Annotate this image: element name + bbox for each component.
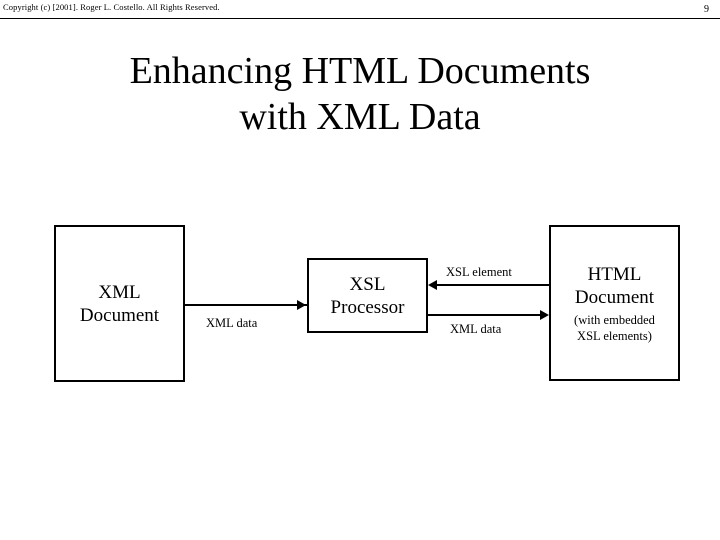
node-subtitle-html-document: (with embedded XSL elements) (574, 312, 655, 344)
edge-label-xml-data-input: XML data (206, 316, 258, 330)
edge-html-document-to-xsl-processor (437, 284, 550, 286)
diagram-node-html-document: HTML Document (with embedded XSL element… (549, 225, 680, 381)
edge-xsl-processor-to-html-document (428, 314, 541, 316)
page-title: Enhancing HTML Documents with XML Data (0, 48, 720, 140)
node-subtitle-line-2: XSL elements) (577, 328, 652, 343)
page-title-line-1: Enhancing HTML Documents (129, 50, 591, 92)
diagram-node-xsl-processor: XSL Processor (307, 258, 428, 333)
header-divider (0, 18, 720, 19)
arrow-head-right-icon (297, 300, 306, 310)
edge-label-xsl-element: XSL element (446, 265, 512, 279)
arrow-head-right-icon (540, 310, 549, 320)
node-title-line-2: Processor (330, 296, 405, 318)
diagram-node-xml-document: XML Document (54, 225, 185, 382)
edge-label-xml-data-output: XML data (450, 322, 502, 336)
node-title-xml-document: XML Document (80, 281, 159, 327)
node-subtitle-line-1: (with embedded (574, 312, 655, 327)
node-title-line-1: HTML (587, 263, 642, 285)
node-title-line-1: XML (98, 281, 141, 303)
copyright-notice: Copyright (c) [2001]. Roger L. Costello.… (3, 2, 220, 12)
page-number: 9 (704, 4, 709, 15)
arrow-head-left-icon (428, 280, 437, 290)
node-title-line-2: Document (574, 286, 655, 308)
node-title-line-1: XSL (349, 273, 386, 295)
node-title-line-2: Document (79, 304, 160, 326)
edge-xml-document-to-xsl-processor (185, 304, 307, 306)
node-title-html-document: HTML Document (575, 263, 654, 309)
page-title-line-2: with XML Data (239, 96, 481, 138)
node-title-xsl-processor: XSL Processor (331, 273, 405, 319)
